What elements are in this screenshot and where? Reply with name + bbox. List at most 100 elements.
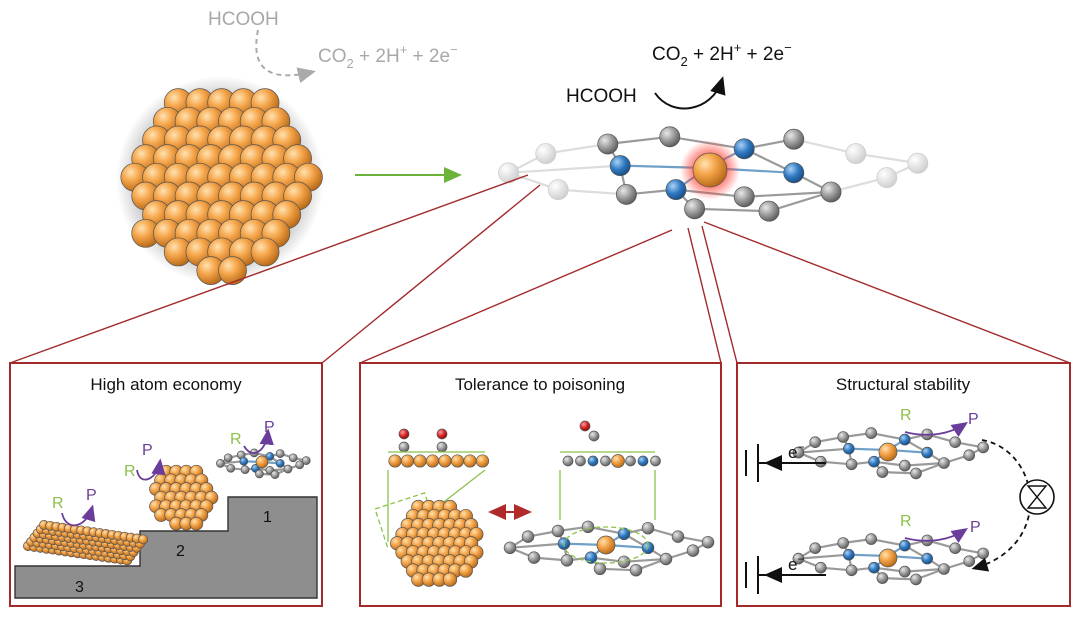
carbon-atom bbox=[436, 441, 448, 453]
nitrogen-atom bbox=[868, 561, 880, 574]
p3-sac-top bbox=[792, 427, 990, 480]
sheet-atom bbox=[650, 455, 661, 467]
carbon-atom bbox=[283, 464, 293, 474]
panel-structural-stability: Structural stability e− e− R P R P bbox=[736, 362, 1071, 607]
single-metal-atom bbox=[878, 548, 898, 568]
carbon-atom bbox=[255, 469, 264, 479]
p1-p-label-sac: P bbox=[264, 419, 275, 436]
nitrogen-atom bbox=[665, 179, 687, 201]
nitrogen-atom bbox=[275, 459, 285, 468]
carbon-atom bbox=[837, 431, 850, 443]
carbon-atom bbox=[684, 198, 706, 220]
poisoned-surface-row bbox=[388, 428, 490, 468]
sheet-atom bbox=[611, 454, 625, 468]
gold-atom bbox=[450, 454, 465, 468]
carbon-atom bbox=[758, 200, 780, 222]
single-metal-atom bbox=[878, 442, 898, 462]
carbon-atom bbox=[588, 430, 600, 442]
carbon-atom bbox=[671, 530, 685, 543]
carbon-atom bbox=[910, 573, 922, 586]
single-metal-atom bbox=[255, 455, 269, 469]
sac-side-row bbox=[562, 420, 661, 468]
panel-high-atom-economy: High atom economy 3 2 1 R P R P R P bbox=[9, 362, 323, 607]
carbon-atom bbox=[659, 552, 673, 566]
sheet-atom bbox=[587, 455, 599, 467]
gold-atom bbox=[425, 454, 440, 468]
nitrogen-atom bbox=[921, 446, 934, 459]
single-atom-catalyst-top bbox=[498, 126, 929, 222]
carbon-atom bbox=[733, 186, 755, 208]
panel-1-title: High atom economy bbox=[90, 375, 242, 394]
sheet-atom bbox=[600, 455, 611, 467]
carbon-atom bbox=[963, 555, 976, 568]
carbon-atom bbox=[949, 436, 962, 449]
gold-atom bbox=[463, 454, 477, 468]
carbon-atom bbox=[865, 533, 878, 545]
gold-atom bbox=[400, 454, 415, 468]
sheet-atom bbox=[562, 455, 574, 467]
small-gold-cluster bbox=[149, 464, 219, 531]
p3-sac-bottom bbox=[792, 533, 990, 586]
black-reaction-arrow bbox=[654, 76, 726, 110]
carbon-atom bbox=[240, 465, 250, 475]
gold-atom bbox=[442, 572, 458, 587]
p1-r-label-bulk: R bbox=[52, 495, 64, 512]
nitrogen-atom bbox=[239, 456, 249, 466]
nitrogen-atom bbox=[617, 527, 631, 541]
p2-gold-cluster bbox=[390, 499, 484, 587]
p3-arrow-bottom bbox=[904, 528, 968, 543]
nitrogen-atom bbox=[265, 452, 275, 461]
sheet-atom bbox=[575, 455, 586, 467]
oxygen-atom bbox=[579, 420, 591, 432]
carbon-atom bbox=[597, 133, 619, 155]
oxygen-atom bbox=[398, 428, 410, 440]
carbon-atom bbox=[809, 542, 822, 555]
carbon-atom bbox=[809, 436, 822, 449]
gold-atom bbox=[388, 454, 402, 468]
carbon-atom bbox=[547, 179, 569, 201]
carbon-atom bbox=[521, 530, 535, 543]
nitrogen-atom bbox=[733, 138, 755, 160]
panel-2-title: Tolerance to poisoning bbox=[455, 375, 625, 394]
single-metal-atom bbox=[596, 535, 616, 555]
carbon-atom bbox=[288, 453, 298, 463]
carbon-atom bbox=[876, 572, 889, 584]
p1-r-label-np: R bbox=[124, 463, 136, 480]
panel-3-title: Structural stability bbox=[836, 375, 971, 394]
carbon-atom bbox=[659, 126, 681, 148]
p1-p-label-np: P bbox=[142, 442, 153, 459]
p2-sac-sheet bbox=[503, 520, 715, 577]
carbon-atom bbox=[938, 563, 950, 575]
step-label-3: 3 bbox=[75, 579, 84, 596]
gold-atom bbox=[475, 454, 490, 468]
carbon-atom bbox=[560, 554, 574, 567]
p3-r-label-top: R bbox=[900, 407, 912, 424]
nitrogen-atom bbox=[842, 548, 855, 561]
top-left-reactant: HCOOH bbox=[208, 9, 279, 30]
gold-atom bbox=[250, 237, 280, 267]
carbon-atom bbox=[907, 152, 929, 174]
carbon-atom bbox=[398, 441, 410, 453]
electron-source-top bbox=[745, 444, 826, 482]
staircase bbox=[14, 496, 318, 599]
carbon-atom bbox=[223, 453, 233, 463]
carbon-atom bbox=[949, 542, 962, 555]
carbon-atom bbox=[581, 520, 595, 534]
carbon-atom bbox=[701, 535, 715, 549]
p1-arrow-bulk bbox=[61, 504, 96, 527]
step-label-1: 1 bbox=[263, 509, 272, 526]
top-right-reactant: HCOOH bbox=[566, 86, 637, 107]
nitrogen-atom bbox=[921, 552, 934, 565]
gold-atom bbox=[138, 534, 149, 545]
p3-arrow-top bbox=[904, 422, 968, 437]
p1-p-label-bulk: P bbox=[86, 487, 97, 504]
sheet-atom bbox=[625, 455, 636, 467]
nitrogen-atom bbox=[783, 162, 805, 184]
carbon-atom bbox=[837, 537, 850, 549]
carbon-atom bbox=[977, 441, 990, 454]
co-left bbox=[398, 428, 410, 453]
carbon-atom bbox=[629, 563, 643, 577]
carbon-atom bbox=[275, 449, 285, 458]
